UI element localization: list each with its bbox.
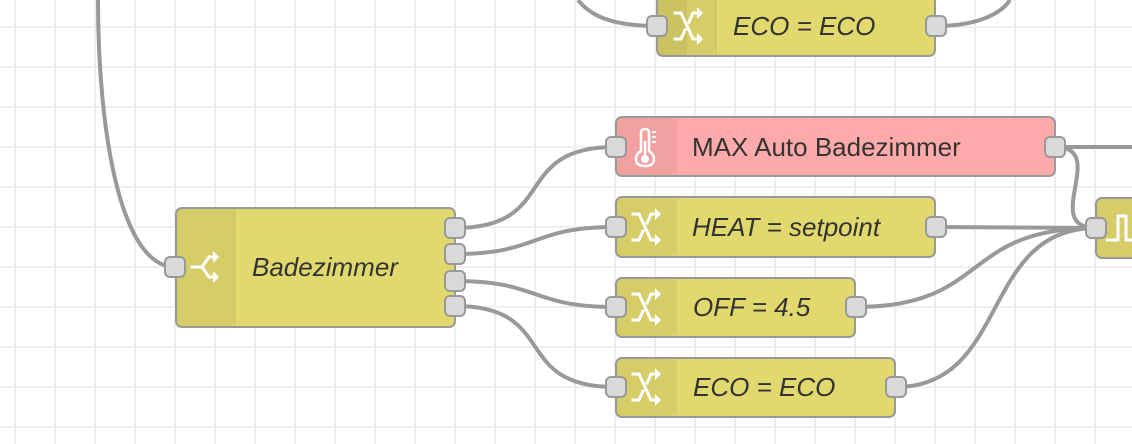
output-port[interactable] [925, 216, 947, 238]
output-port[interactable] [925, 15, 947, 37]
output-port[interactable] [885, 376, 907, 398]
input-port[interactable] [605, 216, 627, 238]
input-port[interactable] [1085, 217, 1107, 239]
thermometer-icon [634, 127, 656, 168]
wire-eco-top-in[interactable] [576, 0, 658, 28]
input-port[interactable] [646, 15, 668, 37]
wire-max-out-trigger[interactable] [1054, 145, 1097, 230]
wire-switch-out2-heat[interactable] [454, 225, 616, 256]
wire-into-switch[interactable] [96, 0, 176, 269]
wire-switch-out3-off[interactable] [454, 279, 616, 309]
wire-switch-out4-eco[interactable] [454, 304, 616, 389]
wire-off-trigger[interactable] [855, 226, 1097, 309]
output-port[interactable] [1044, 136, 1066, 158]
node-label: HEAT = setpoint [692, 212, 882, 242]
trigger-node-partial[interactable] [1085, 197, 1132, 259]
wire-eco-top-out[interactable] [935, 0, 1012, 28]
wire-eco-trigger[interactable] [895, 226, 1097, 389]
node-label: MAX Auto Badezimmer [692, 132, 961, 162]
node-label: ECO = ECO [693, 372, 835, 402]
change-node-eco[interactable]: ECO = ECO [605, 357, 907, 418]
switch-node-badezimmer[interactable]: Badezimmer [164, 207, 466, 328]
output-port-2[interactable] [444, 243, 466, 265]
output-port-1[interactable] [444, 217, 466, 239]
input-port[interactable] [605, 296, 627, 318]
icon-area-bg [1097, 199, 1132, 257]
wire-switch-out1-max[interactable] [454, 145, 616, 230]
input-port[interactable] [605, 136, 627, 158]
output-port[interactable] [845, 296, 867, 318]
switch-icon [190, 251, 219, 283]
change-node-heat[interactable]: HEAT = setpoint [605, 196, 947, 258]
wires [96, 0, 1132, 389]
pulse-icon [1106, 214, 1132, 242]
output-port-3[interactable] [444, 270, 466, 292]
change-node-eco-top[interactable]: ECO = ECO [646, 0, 947, 57]
shuffle-icon [631, 288, 661, 326]
output-port-4[interactable] [444, 295, 466, 317]
node-label: OFF = 4.5 [693, 292, 811, 322]
shuffle-icon [631, 208, 661, 246]
shuffle-icon [631, 368, 661, 406]
shuffle-icon [673, 7, 703, 45]
change-node-off[interactable]: OFF = 4.5 [605, 277, 867, 338]
max-node-auto-badezimmer[interactable]: MAX Auto Badezimmer [605, 116, 1066, 177]
node-label: Badezimmer [252, 252, 399, 282]
node-label: ECO = ECO [733, 11, 875, 41]
input-port[interactable] [164, 256, 186, 278]
input-port[interactable] [605, 376, 627, 398]
icon-area-bg [177, 209, 235, 326]
